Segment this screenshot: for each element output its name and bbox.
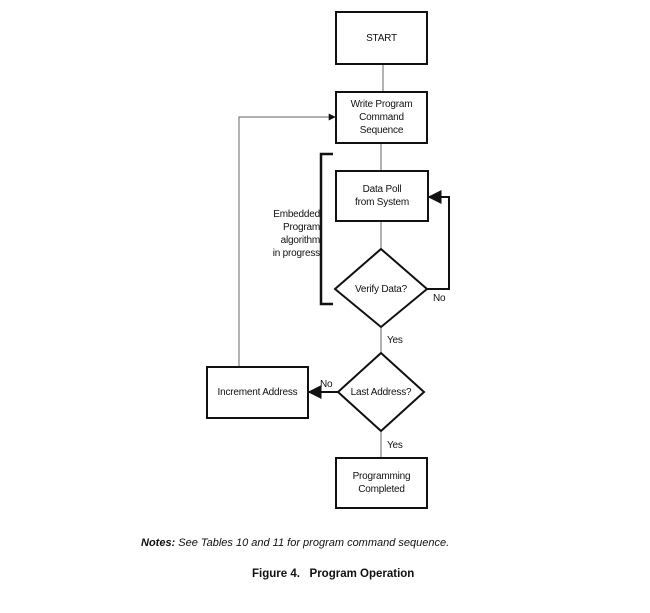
programming-completed-label: Programming Completed (352, 471, 411, 495)
embedded-program-label: Embedded Program algorithm in progress (272, 209, 320, 259)
verify-data-label: Verify Data? (354, 284, 408, 295)
connector-increment-loop (238, 113, 336, 366)
last-yes-label: Yes (387, 440, 403, 451)
last-no-label: No (320, 379, 333, 390)
verify-no-label: No (433, 293, 446, 304)
write-program-label: Write Program Command Sequence (350, 99, 413, 136)
write-program-box: Write Program Command Sequence (335, 91, 428, 144)
start-box: START (335, 11, 428, 65)
notes-text: Notes: See Tables 10 and 11 for program … (141, 537, 449, 549)
programming-completed-box: Programming Completed (335, 457, 428, 509)
figure-title: Program Operation (309, 568, 415, 580)
data-poll-label: Data Poll from System (355, 184, 409, 208)
verify-diamond (333, 247, 429, 329)
notes-prefix: Notes: (141, 537, 176, 549)
last-address-diamond (336, 351, 426, 433)
start-label: START (366, 32, 397, 44)
figure-caption: Figure 4. Program Operation (252, 568, 414, 580)
connector-verify-no-loop (427, 190, 450, 290)
increment-address-label: Increment Address (217, 387, 298, 398)
verify-yes-label: Yes (387, 335, 403, 346)
figure-number: Figure 4. (252, 568, 300, 580)
embedded-bracket (319, 152, 333, 306)
data-poll-box: Data Poll from System (335, 170, 429, 222)
increment-address-box: Increment Address (206, 366, 309, 419)
last-address-label: Last Address? (350, 387, 412, 398)
notes-body: See Tables 10 and 11 for program command… (175, 537, 450, 549)
